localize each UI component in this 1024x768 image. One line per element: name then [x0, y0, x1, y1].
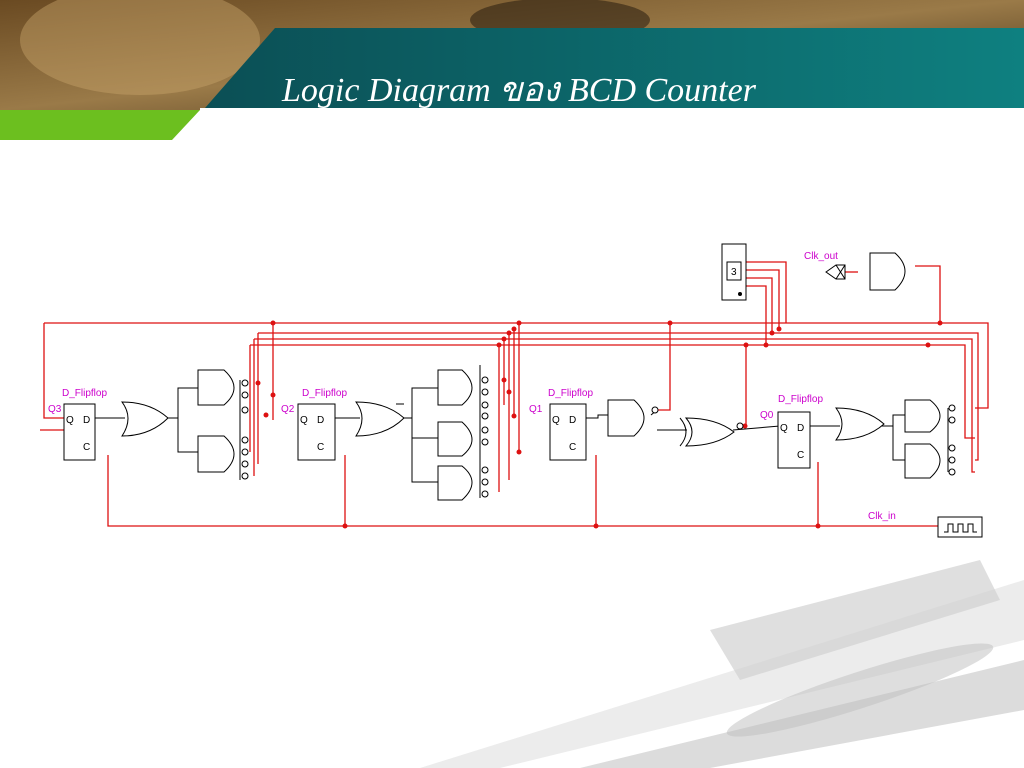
flipflop-name-label: D_Flipflop — [62, 388, 107, 399]
and-gate — [607, 399, 645, 437]
flipflop-name-label: D_Flipflop — [548, 388, 593, 399]
slide-title: Logic Diagram ของ BCD Counter — [282, 72, 756, 109]
wires — [40, 261, 989, 527]
inverter-bubbles — [241, 376, 956, 498]
and-gate — [197, 369, 235, 473]
clock-source: Clk_in — [868, 511, 983, 538]
pin-q-label: Q — [552, 415, 560, 426]
flipflop-q0: D_Flipflop Q0 Q D C — [760, 394, 823, 469]
and-gate — [904, 399, 941, 479]
pin-c-label: C — [797, 450, 804, 461]
or-gate — [121, 401, 169, 437]
pin-d-label: D — [797, 423, 804, 434]
hex-display: 3 — [721, 243, 747, 301]
pen-background-image — [420, 560, 1024, 768]
flipflop-q1: D_Flipflop Q1 Q D C — [529, 388, 593, 461]
pin-d-label: D — [317, 415, 324, 426]
flipflop-q2: D_Flipflop Q2 Q D C — [281, 388, 347, 461]
pin-c-label: C — [317, 442, 324, 453]
logic-wiring — [95, 365, 949, 498]
flipflop-name-label: D_Flipflop — [778, 394, 823, 405]
pin-d-label: D — [83, 415, 90, 426]
flipflop-q3: D_Flipflop Q3 Q D C — [48, 388, 107, 461]
flipflop-name-label: D_Flipflop — [302, 388, 347, 399]
q-output-label: Q3 — [48, 404, 62, 415]
bcd-counter-logic-diagram: D_Flipflop Q3 Q D C D_Flipflop Q2 Q D C … — [40, 243, 989, 538]
header-banner — [0, 0, 1024, 140]
pin-q-label: Q — [780, 423, 788, 434]
and-gate — [437, 369, 473, 501]
or-gate — [355, 401, 405, 437]
xor-gate — [679, 417, 735, 447]
pin-c-label: C — [569, 442, 576, 453]
pin-d-label: D — [569, 415, 576, 426]
clk-out-label: Clk_out — [804, 251, 838, 262]
pin-q-label: Q — [66, 415, 74, 426]
or-gate — [835, 407, 885, 441]
q-output-label: Q1 — [529, 404, 543, 415]
pin-q-label: Q — [300, 415, 308, 426]
pin-c-label: C — [83, 442, 90, 453]
q-output-label: Q2 — [281, 404, 295, 415]
clk-in-label: Clk_in — [868, 511, 896, 522]
q-output-label: Q0 — [760, 410, 774, 421]
clk-out-probe: Clk_out — [804, 251, 846, 280]
clk-out-and-gate — [869, 252, 906, 291]
junction-dots — [255, 320, 943, 529]
display-value: 3 — [731, 267, 737, 278]
